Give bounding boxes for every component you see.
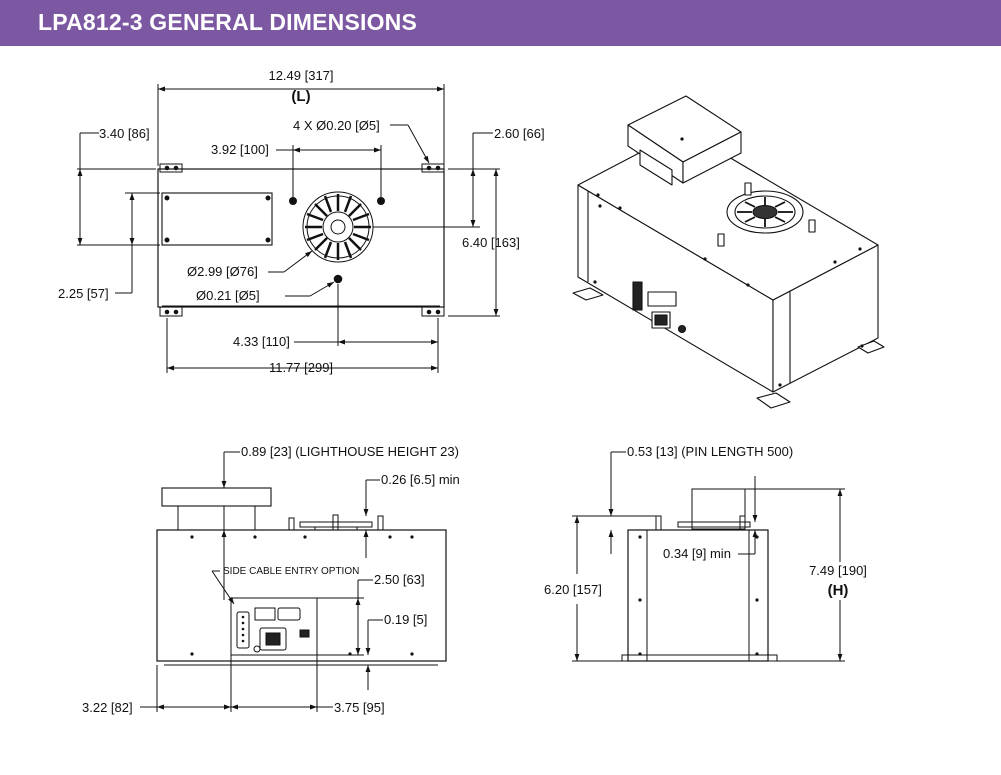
dim-6-20: 6.20 [157] [544, 582, 602, 597]
dim-0-26: 0.26 [6.5] min [381, 472, 460, 487]
dim-2-50: 2.50 [63] [374, 572, 425, 587]
lighthouse-rotor [302, 191, 374, 263]
page-title: LPA812-3 GENERAL DIMENSIONS [38, 9, 418, 35]
dim-3-22: 3.22 [82] [82, 700, 133, 715]
side-cable-label: SIDE CABLE ENTRY OPTION [223, 566, 359, 577]
dim-holes: 4 X Ø0.20 [Ø5] [293, 118, 380, 133]
dim-6-40: 6.40 [163] [462, 235, 520, 250]
header-bar: LPA812-3 GENERAL DIMENSIONS [0, 0, 1001, 46]
dim-11-77: 11.77 [299] [269, 360, 333, 375]
dim-3-92: 3.92 [100] [211, 142, 269, 157]
dim-3-40: 3.40 [86] [99, 126, 150, 141]
dim-3-75: 3.75 [95] [334, 700, 385, 715]
dim-height-code: (H) [828, 582, 849, 599]
dim-height: 7.49 [190] [809, 563, 867, 578]
dim-pin: 0.53 [13] (PIN LENGTH 500) [627, 444, 793, 459]
front-top-cover [161, 487, 272, 507]
top-view [77, 84, 500, 373]
dim-lighthouse: 0.89 [23] (LIGHTHOUSE HEIGHT 23) [241, 444, 459, 459]
side-top-block [691, 488, 746, 530]
side-cable-panel [230, 597, 318, 656]
isometric-view [572, 95, 885, 409]
cover-plate [161, 192, 273, 246]
dim-0-21: Ø0.21 [Ø5] [196, 288, 260, 303]
dim-4-33: 4.33 [110] [233, 334, 290, 349]
dim-2-60: 2.60 [66] [494, 126, 545, 141]
dim-2-99: Ø2.99 [Ø76] [187, 264, 258, 279]
top-view-body [157, 168, 445, 308]
dim-0-34: 0.34 [9] min [663, 546, 731, 561]
dim-2-25: 2.25 [57] [58, 286, 109, 301]
dim-0-19: 0.19 [5] [384, 612, 427, 627]
front-view-body [156, 529, 447, 662]
front-view [140, 451, 447, 712]
dim-length: 12.49 [317] [268, 68, 333, 83]
dimension-labels: 12.49 [317] (L) 3.40 [86] 4 X Ø0.20 [Ø5]… [58, 68, 867, 715]
dim-length-code: (L) [291, 88, 310, 105]
side-view [572, 451, 845, 662]
